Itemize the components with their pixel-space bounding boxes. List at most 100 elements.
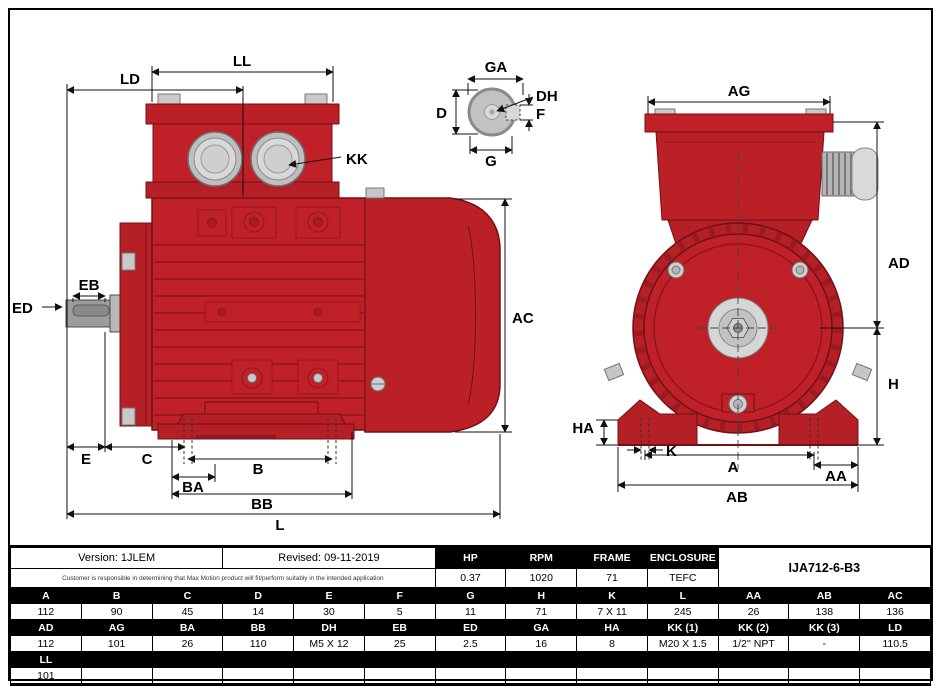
frame-header: FRAME — [576, 546, 648, 569]
dim-header-cell — [717, 651, 790, 668]
dim-header-cell: F — [363, 587, 436, 604]
dim-label-A: A — [728, 459, 739, 476]
dim-value-cell: 138 — [788, 603, 861, 620]
dim-label-KK: KK — [346, 151, 368, 168]
dim-value-cell: 1/2'' NPT — [717, 635, 790, 652]
dim-label-EB: EB — [79, 277, 100, 294]
dim-value-cell: 112 — [10, 603, 82, 620]
drawing-sheet: LL LD KK ED EB AC E C B BA BB L GA D — [8, 8, 933, 686]
dim-value-cell: 101 — [80, 635, 153, 652]
dim-value-row-3: 101 — [10, 667, 931, 685]
dim-value-cell: M20 X 1.5 — [646, 635, 719, 652]
dim-header-cell: D — [222, 587, 295, 604]
dim-value-cell: 136 — [859, 603, 931, 620]
dim-label-LD: LD — [120, 71, 140, 88]
dim-label-ED: ED — [12, 300, 33, 317]
dim-value-cell: 110.5 — [859, 635, 931, 652]
hp-header: HP — [434, 546, 507, 569]
dim-value-cell: - — [788, 635, 861, 652]
dim-value-cell: 5 — [363, 603, 436, 620]
dim-header-cell — [434, 651, 507, 668]
dim-header-cell: EB — [363, 619, 436, 636]
dim-header-cell — [859, 651, 931, 668]
dim-value-cell: M5 X 12 — [293, 635, 365, 652]
dim-header-cell — [80, 651, 153, 668]
bolt-hole-centerlines-side — [183, 418, 337, 464]
dim-value-cell: 2.5 — [434, 635, 507, 652]
enclosure-header: ENCLOSURE — [646, 546, 719, 569]
dim-header-cell: BA — [151, 619, 224, 636]
dim-label-L: L — [275, 517, 284, 534]
dim-label-AB: AB — [726, 489, 748, 506]
motor-front-view: AG AD H HA K A AA AB — [572, 83, 910, 506]
dim-value-cell: 8 — [576, 635, 648, 652]
dim-value-cell: 11 — [434, 603, 507, 620]
dim-header-cell: ED — [434, 619, 507, 636]
dim-header-cell: HA — [576, 619, 648, 636]
dim-label-G: G — [485, 153, 497, 170]
dim-label-GA: GA — [485, 59, 508, 76]
dim-value-cell — [222, 667, 295, 685]
motor-side-view: LL LD KK ED EB AC E C B BA BB L — [12, 53, 534, 534]
dim-label-H: H — [888, 376, 899, 393]
dim-value-cell — [293, 667, 365, 685]
dim-value-cell — [80, 667, 153, 685]
dim-value-cell: 30 — [293, 603, 365, 620]
technical-drawing: LL LD KK ED EB AC E C B BA BB L GA D — [12, 53, 910, 534]
dim-value-cell: 71 — [505, 603, 578, 620]
dim-label-K: K — [666, 443, 677, 460]
side-dimension-lines — [42, 66, 512, 519]
dim-value-cell: 26 — [151, 635, 224, 652]
dim-label-BB: BB — [251, 496, 273, 513]
dim-header-cell: KK (1) — [646, 619, 719, 636]
dim-label-E: E — [81, 451, 91, 468]
dim-header-cell: E — [293, 587, 365, 604]
dim-value-cell: 7 X 11 — [576, 603, 648, 620]
dim-label-AD: AD — [888, 255, 910, 272]
revised-cell: Revised: 09-11-2019 — [222, 546, 436, 569]
dim-header-cell — [576, 651, 648, 668]
version-cell: Version: 1JLEM — [9, 546, 224, 569]
dim-header-cell: AG — [80, 619, 153, 636]
dim-label-LL: LL — [233, 53, 251, 70]
dim-value-cell — [576, 667, 648, 685]
dim-header-cell: G — [434, 587, 507, 604]
cable-gland-left — [187, 131, 243, 187]
terminal-box-side — [145, 93, 340, 199]
rpm-header: RPM — [505, 546, 578, 569]
shaft — [65, 294, 122, 333]
mounting-feet-side — [157, 401, 355, 440]
shaft-end-view: GA D DH F G — [436, 59, 558, 170]
dim-value-cell — [363, 667, 436, 685]
dim-value-cell: 25 — [363, 635, 436, 652]
dim-header-cell: A — [10, 587, 82, 604]
dim-header-cell: B — [80, 587, 153, 604]
dim-value-cell — [434, 667, 507, 685]
cable-gland-front — [821, 147, 879, 201]
dim-value-cell — [717, 667, 790, 685]
centerlines-front — [698, 152, 778, 470]
dim-header-cell — [222, 651, 295, 668]
dim-value-cell: 112 — [10, 635, 82, 652]
dim-value-cell: 16 — [505, 635, 578, 652]
frame-value: 71 — [576, 568, 648, 588]
dim-value-cell — [505, 667, 578, 685]
dim-label-AC: AC — [512, 310, 534, 327]
dim-value-cell: 245 — [646, 603, 719, 620]
dim-header-cell: BB — [222, 619, 295, 636]
dim-header-cell — [505, 651, 578, 668]
dim-label-AG: AG — [728, 83, 751, 100]
dim-header-cell: GA — [505, 619, 578, 636]
spec-table: Version: 1JLEM Revised: 09-11-2019 HP RP… — [9, 545, 932, 686]
dim-label-C: C — [142, 451, 153, 468]
dim-value-cell: 14 — [222, 603, 295, 620]
dim-value-cell: 101 — [10, 667, 82, 685]
dim-header-cell — [646, 651, 719, 668]
dim-value-cell: 26 — [717, 603, 790, 620]
front-dimension-lines — [596, 96, 884, 492]
dim-value-cell — [859, 667, 931, 685]
